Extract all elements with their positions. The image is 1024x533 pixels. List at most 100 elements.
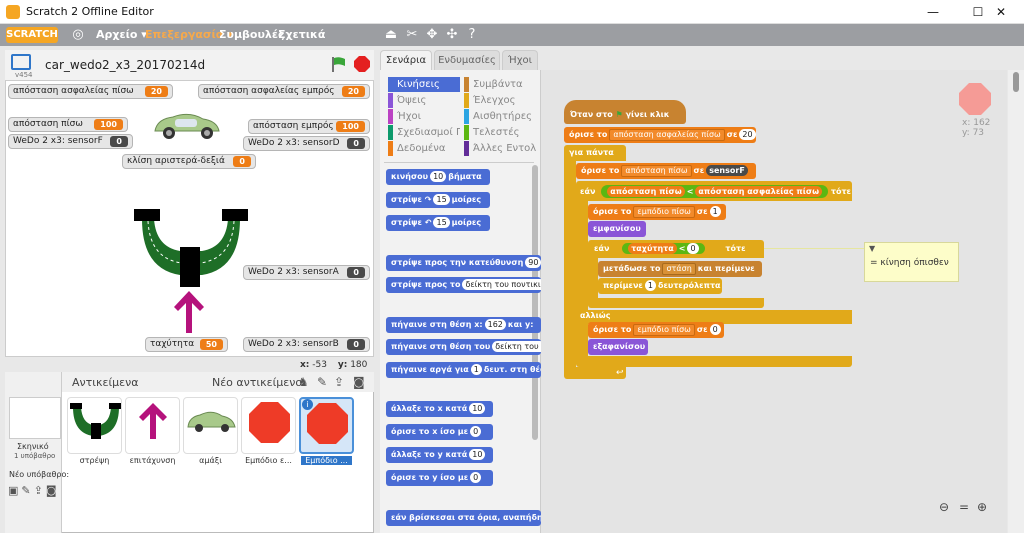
collapse-arrow-icon[interactable]: ▼ (869, 244, 876, 253)
zoom-in-icon[interactable]: ⊕ (977, 500, 988, 514)
maximize-button[interactable]: ☐ (972, 5, 984, 19)
category-swatch (388, 93, 393, 108)
palette-scrollbar[interactable] (532, 165, 538, 440)
category-sound[interactable]: Ήχοι (388, 109, 460, 124)
tab-sounds[interactable]: Ήχοι (502, 50, 538, 70)
upload-sprite-icon[interactable]: ⇪ (334, 375, 345, 389)
stage-thumbnail[interactable] (9, 397, 61, 439)
help-icon[interactable]: ? (468, 27, 476, 42)
category-swatch (464, 141, 469, 156)
comment-text: = κίνηση όπισθεν (870, 258, 949, 268)
sprite-panel-header: Αντικείμενα Νέο αντικείμενο: ♞ ✎ ⇪ ◙ (62, 372, 374, 392)
steering-sprite[interactable] (132, 207, 250, 287)
shrink-icon[interactable]: ✣ (446, 27, 458, 42)
script-vertical-scrollbar[interactable] (1008, 70, 1024, 533)
zoom-out-icon[interactable]: ⊖ (939, 500, 950, 514)
if-speed-block[interactable]: εάν ταχύτητα<0 τότε (588, 240, 764, 258)
category-sensing[interactable]: Αισθητήρες (464, 109, 536, 124)
tab-scripts[interactable]: Σενάρια (380, 50, 432, 70)
stop-sign-icon[interactable] (354, 56, 370, 72)
backdrop-icons[interactable]: ▣✎⇪◙ (8, 484, 60, 497)
sprite-thumb-steering[interactable]: στρέψη (67, 397, 122, 465)
forever-loop-bottom: ↩ (564, 367, 626, 379)
grow-icon[interactable]: ✥ (426, 27, 438, 42)
less-than-operator[interactable]: ταχύτητα<0 (622, 243, 705, 254)
paint-sprite-icon[interactable]: ✎ (317, 375, 328, 389)
info-icon[interactable]: i (302, 399, 313, 410)
category-more-blocks[interactable]: Άλλες Εντολές (464, 141, 536, 156)
sprite-y: y: 73 (962, 128, 985, 138)
green-flag-icon: ⚑ (615, 110, 623, 119)
sprite-thumb-car[interactable]: αμάξι (183, 397, 238, 465)
globe-icon[interactable]: ◎ (72, 27, 84, 42)
comment-connector (764, 248, 864, 249)
category-control[interactable]: Έλεγχος (464, 93, 536, 108)
fullscreen-icon[interactable] (11, 54, 31, 70)
category-looks[interactable]: Όψεις (388, 93, 460, 108)
green-flag-icon[interactable] (331, 56, 346, 72)
version-label: v454 (15, 71, 33, 79)
duplicate-icon[interactable]: ⏏ (384, 27, 398, 42)
sprite-thumb-acceleration[interactable]: επιτάχυνση (125, 397, 180, 465)
menu-edit[interactable]: Επεξεργασία ▾ (145, 28, 233, 41)
comment-note[interactable]: ▼ = κίνηση όπισθεν (864, 242, 959, 282)
camera-sprite-icon[interactable]: ◙ (353, 375, 365, 389)
minimize-button[interactable]: — (927, 5, 939, 19)
hide-block[interactable]: εξαφανίσου (588, 339, 648, 355)
tab-costumes[interactable]: Ενδυμασίες (434, 50, 500, 70)
hat-block-flag-clicked[interactable]: Όταν στο ⚑ γίνει κλικ (564, 100, 686, 124)
project-name-field[interactable]: car_wedo2_x3_20170214d (45, 58, 206, 72)
car-sprite[interactable] (151, 111, 223, 141)
sprite-thumb-obstacle-front[interactable]: Εμπόδιο ε... (241, 397, 296, 465)
show-block[interactable]: εμφανίσου (588, 221, 646, 237)
forever-loop-block[interactable]: για πάντα (564, 145, 626, 161)
sprite-x: x: 162 (962, 118, 991, 128)
if-else-block[interactable]: εάν απόσταση πίσω<απόσταση ασφαλείας πίσ… (576, 181, 852, 201)
category-data[interactable]: Δεδομένα (388, 141, 460, 156)
menu-tips[interactable]: Συμβουλές (219, 28, 285, 41)
less-than-operator[interactable]: απόσταση πίσω<απόσταση ασφαλείας πίσω (601, 185, 829, 198)
app-icon (6, 5, 20, 19)
close-button[interactable]: ✕ (995, 5, 1007, 19)
category-pen[interactable]: Σχεδιασμοί Πένα (388, 125, 460, 140)
block-palette: Κινήσεις Συμβάντα Όψεις Έλεγχος Ήχοι Αισ… (380, 70, 541, 533)
cut-icon[interactable]: ✂ (406, 27, 418, 42)
category-operators[interactable]: Τελεστές (464, 125, 536, 140)
palette-motion-block[interactable]: εάν βρίσκεσαι στα όρια, αναπήδησε (386, 510, 541, 526)
acceleration-arrow-sprite[interactable] (172, 289, 206, 333)
menu-about[interactable]: Σχετικά (278, 28, 326, 41)
mouse-coordinates: x: -53 y: 180 (300, 360, 368, 370)
category-motion[interactable]: Κινήσεις (388, 77, 460, 92)
menu-file[interactable]: Αρχείο ▾ (96, 28, 147, 41)
scratch-logo[interactable]: SCRATCH (6, 27, 58, 43)
sensor-reporter[interactable]: sensorF (706, 165, 748, 176)
sprite-thumb-obstacle-rear[interactable]: i Εμπόδιο ... (299, 397, 354, 465)
choose-sprite-icon[interactable]: ♞ (298, 375, 309, 389)
scroll-thumb[interactable] (1013, 72, 1019, 92)
if-speed-bottom (588, 298, 764, 308)
zoom-reset-icon[interactable]: = (959, 500, 970, 514)
category-events[interactable]: Συμβάντα (464, 77, 536, 92)
